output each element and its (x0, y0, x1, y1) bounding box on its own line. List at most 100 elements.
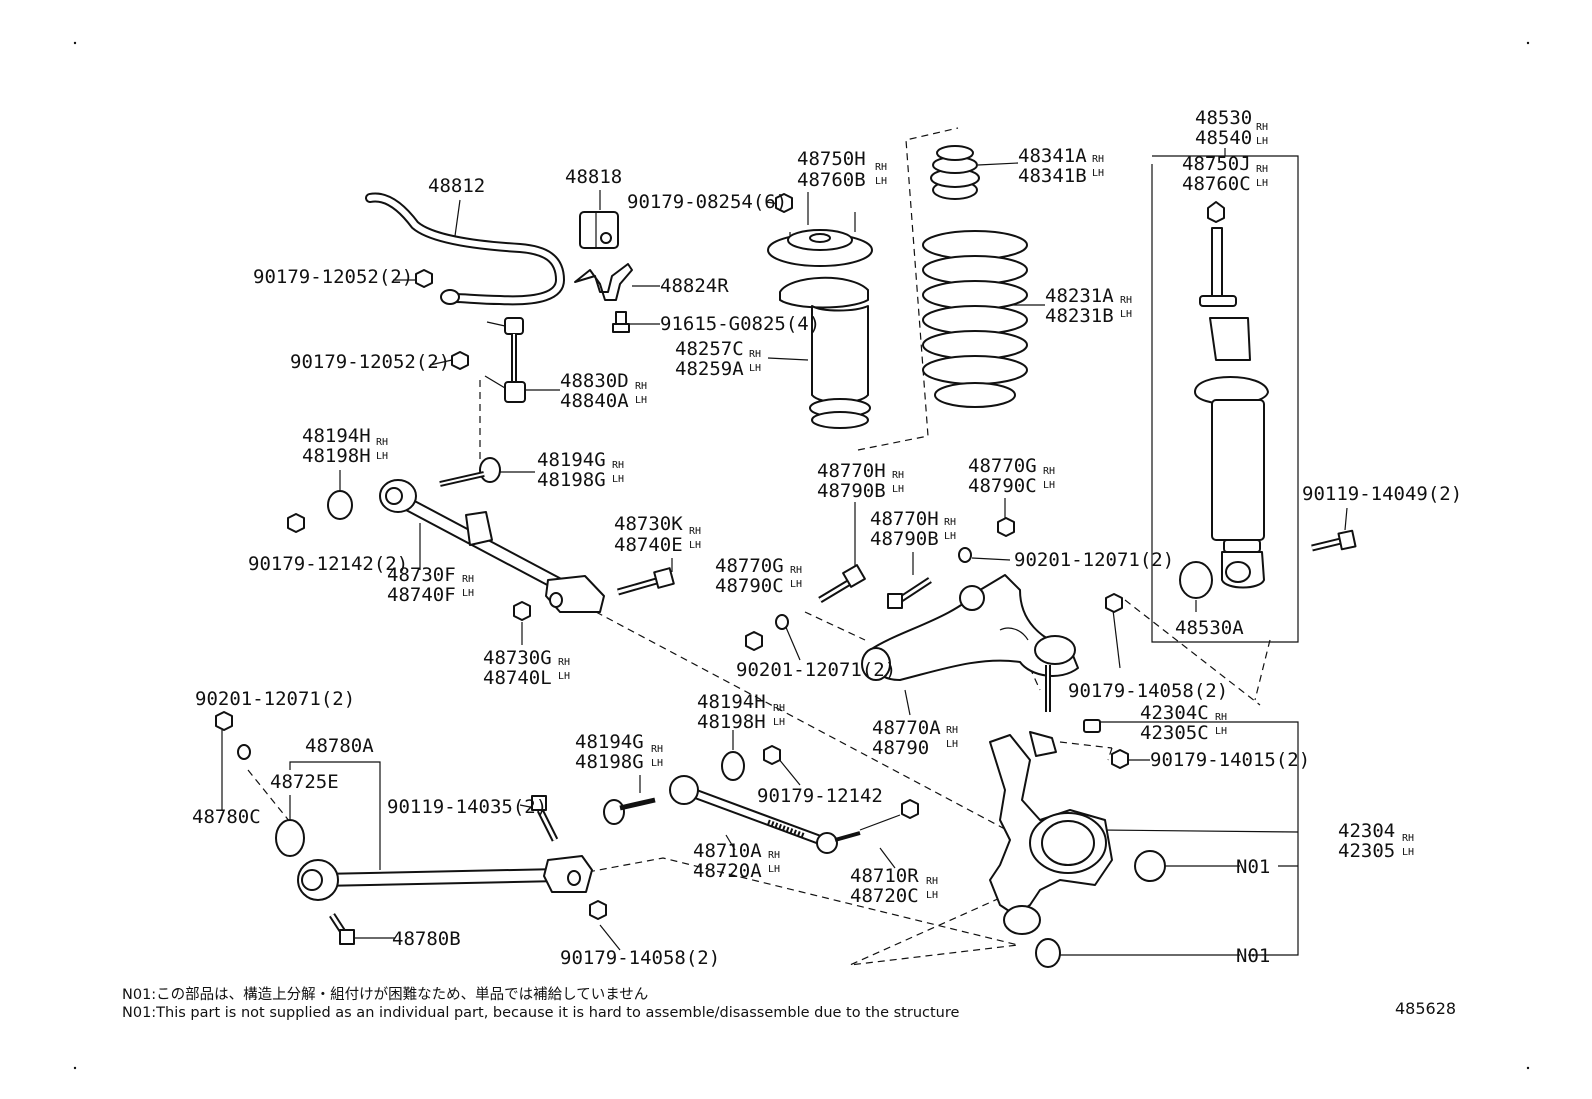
bolt-icon (818, 564, 866, 604)
bolt-icon (617, 567, 675, 596)
rh-marker: RH (1120, 295, 1132, 306)
bump-stopper (930, 145, 980, 200)
leader-lines (221, 148, 1348, 956)
label-48710R: 48710R (850, 865, 919, 887)
cam-washer (327, 490, 353, 520)
label-48194G: 48194G (537, 449, 606, 471)
toe-control-arm (669, 775, 861, 854)
label-48530A: 48530A (1175, 617, 1244, 639)
corner-mark (1526, 41, 1530, 45)
corner-mark (73, 41, 77, 45)
lh-marker: LH (1256, 178, 1268, 189)
nut-icon (215, 711, 233, 731)
label-42305C: 42305C (1140, 722, 1209, 744)
lower-control-arm (297, 855, 593, 901)
label-90201-12071: 90201-12071(2) (736, 659, 896, 681)
rh-marker: RH (635, 381, 647, 392)
rh-marker: RH (558, 657, 570, 668)
lh-marker: LH (376, 451, 388, 462)
rh-marker: RH (612, 460, 624, 471)
lh-marker: LH (558, 671, 570, 682)
upper-control-arm (861, 574, 1079, 712)
label-48710A: 48710A (693, 840, 762, 862)
label-90201-12071: 90201-12071(2) (195, 688, 355, 710)
side-markers: RH LH RH LH RH LH RH LH RH LH RH LH RH L… (376, 122, 1414, 901)
cam-washer (721, 751, 745, 781)
lh-marker: LH (926, 890, 938, 901)
label-48740E: 48740E (614, 534, 683, 556)
rh-marker: RH (875, 162, 887, 173)
bolt-icon (531, 795, 559, 842)
cam-bolt (439, 457, 501, 487)
label-48198H: 48198H (697, 711, 766, 733)
lh-marker: LH (1256, 136, 1268, 147)
rh-marker: RH (926, 876, 938, 887)
lh-marker: LH (1043, 480, 1055, 491)
rh-marker: RH (462, 574, 474, 585)
nut-icon (901, 799, 919, 819)
label-48790B: 48790B (817, 480, 886, 502)
label-48198H: 48198H (302, 445, 371, 467)
label-90179-14015: 90179-14015(2) (1150, 749, 1310, 771)
label-48198G: 48198G (575, 751, 644, 773)
label-48540: 48540 (1195, 127, 1252, 149)
label-48830D: 48830D (560, 370, 629, 392)
shock-absorber (1194, 201, 1269, 589)
nut-icon (1111, 749, 1129, 769)
lh-marker: LH (790, 579, 802, 590)
nut-icon (1105, 593, 1123, 613)
label-48780A: 48780A (305, 735, 374, 757)
label-n01: N01 (1236, 945, 1270, 967)
part-labels: 48812 48818 90179-12052(2) 48824R 91615-… (192, 107, 1462, 969)
label-48725E: 48725E (270, 771, 339, 793)
strut-upper-mount (767, 212, 873, 267)
corner-mark (1526, 1066, 1530, 1070)
stabilizer-bracket (574, 263, 633, 301)
rh-marker: RH (790, 565, 802, 576)
label-n01: N01 (1236, 856, 1270, 878)
label-48530: 48530 (1195, 107, 1252, 129)
stabilizer-bar (365, 192, 566, 306)
lh-marker: LH (749, 363, 761, 374)
nut-icon (775, 193, 793, 213)
label-48198G: 48198G (537, 469, 606, 491)
rh-marker: RH (1256, 122, 1268, 133)
label-48780B: 48780B (392, 928, 461, 950)
label-90201-12071: 90201-12071(2) (1014, 549, 1174, 571)
label-48730K: 48730K (614, 513, 683, 535)
nut-icon (415, 269, 433, 288)
bolt-icon (887, 577, 932, 609)
corner-mark (73, 1066, 77, 1070)
lh-marker: LH (768, 864, 780, 875)
rh-marker: RH (651, 744, 663, 755)
lateral-control-arm (379, 479, 605, 613)
carrier-bushing (1134, 850, 1166, 882)
label-42304C: 42304C (1140, 702, 1209, 724)
rh-marker: RH (773, 703, 785, 714)
label-48720A: 48720A (693, 860, 762, 882)
label-48740F: 48740F (387, 584, 456, 606)
bolt-icon (329, 913, 355, 945)
washer-icon (958, 547, 972, 563)
label-48840A: 48840A (560, 390, 629, 412)
rh-marker: RH (768, 850, 780, 861)
lh-marker: LH (944, 531, 956, 542)
rh-marker: RH (1092, 154, 1104, 165)
label-91615-g0825: 91615-G0825(4) (660, 313, 820, 335)
label-48194H: 48194H (697, 691, 766, 713)
lh-marker: LH (1120, 309, 1132, 320)
label-48770H: 48770H (817, 460, 886, 482)
lh-marker: LH (1402, 847, 1414, 858)
rh-marker: RH (1215, 712, 1227, 723)
label-90179-12052: 90179-12052(2) (290, 351, 450, 373)
label-48341A: 48341A (1018, 145, 1087, 167)
label-90179-12142: 90179-12142(2) (248, 553, 408, 575)
rh-marker: RH (944, 517, 956, 528)
label-48770A: 48770A (872, 717, 941, 739)
carrier-bushing (1035, 938, 1061, 968)
nut-icon (287, 513, 305, 533)
label-48257C: 48257C (675, 338, 744, 360)
label-48770H: 48770H (870, 508, 939, 530)
stabilizer-bushing (579, 211, 619, 249)
